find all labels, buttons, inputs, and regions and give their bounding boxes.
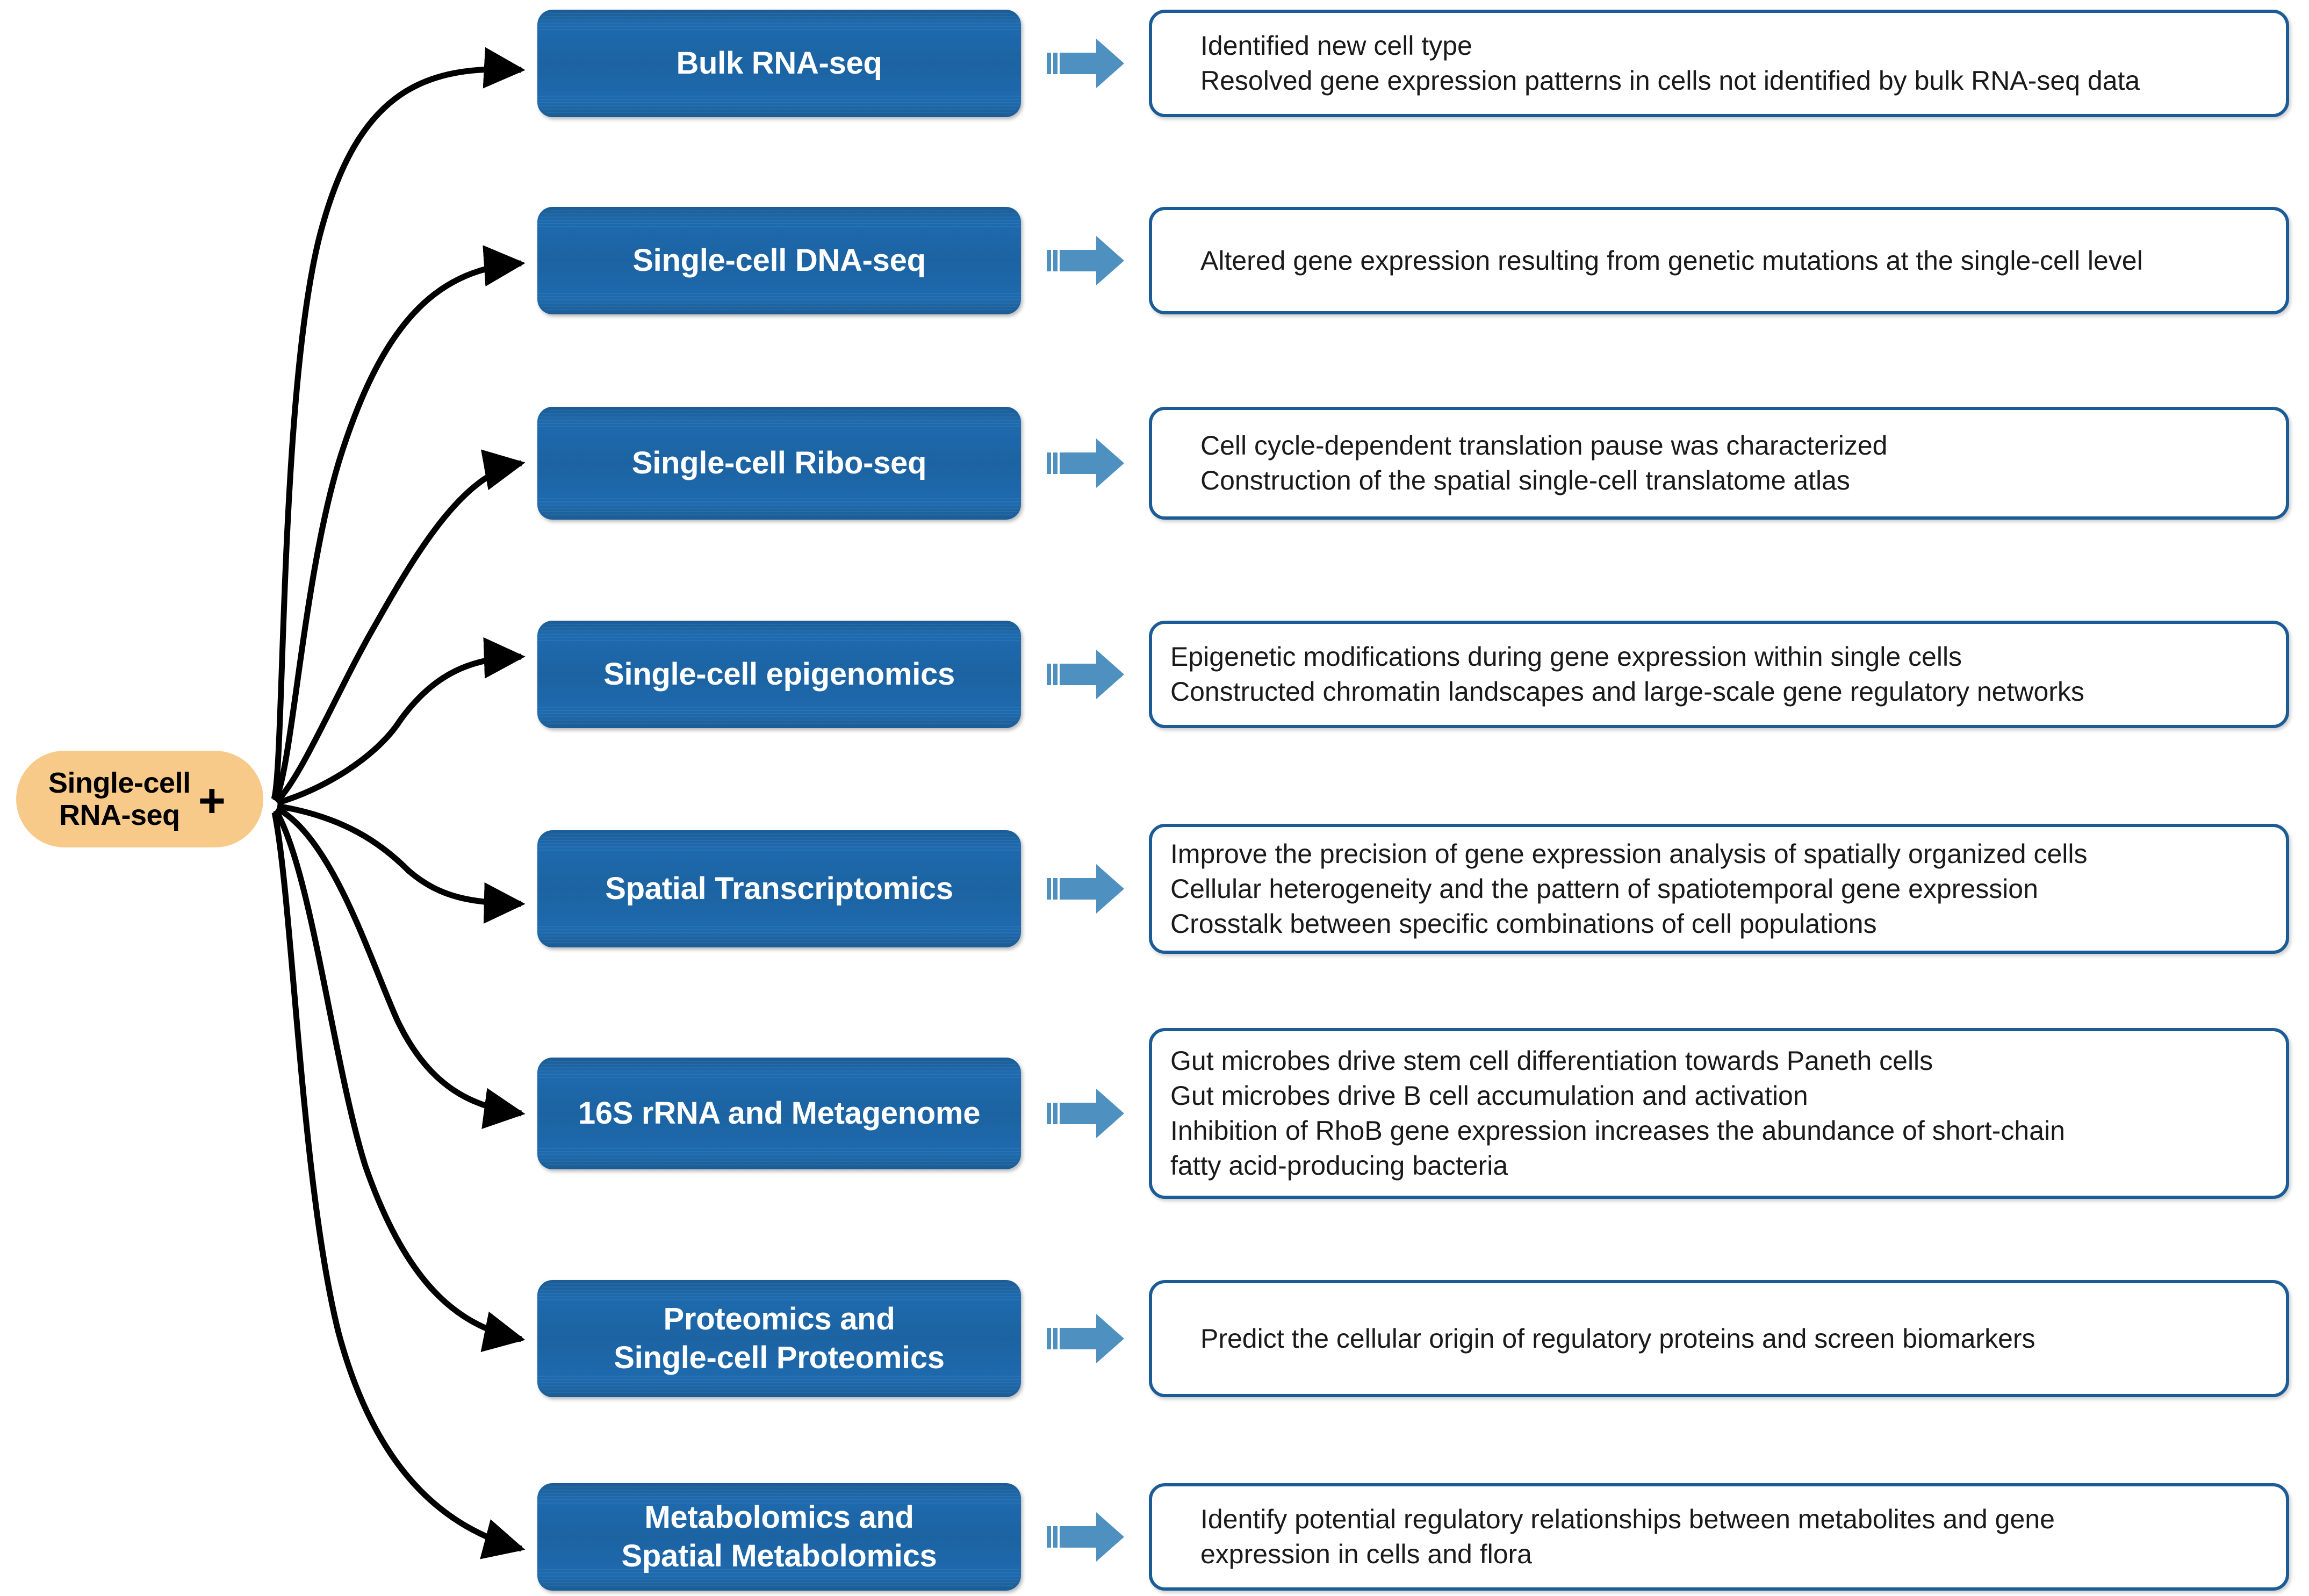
row-16s-rrna-and-metagenome: 16S rRNA and Metagenome Gut microbes dri… [537,1028,2289,1199]
method-box-single-cell-ribo-seq[interactable]: Single-cell Ribo-seq [537,407,1021,520]
block-arrow-right-icon [1047,39,1124,88]
hub-label: Single-cell RNA-seq [48,766,191,831]
outcome-line: Cell cycle-dependent translation pause w… [1200,430,1888,461]
row-bulk-rna-seq: Bulk RNA-seq Identified new cell type Re… [537,10,2289,117]
connector-to-proteomics [273,809,526,1353]
method-box-single-cell-epigenomics[interactable]: Single-cell epigenomics [537,621,1021,728]
connector-to-bulk-rna-seq [271,47,526,800]
outcome-box-spatial-transcriptomics: Improve the precision of gene expression… [1149,824,2289,954]
outcome-line: Gut microbes drive stem cell differentia… [1170,1046,1933,1076]
outcome-line: Constructed chromatin landscapes and lar… [1170,677,2084,707]
row-spatial-transcriptomics: Spatial Transcriptomics Improve the prec… [537,824,2289,954]
method-box-bulk-rna-seq[interactable]: Bulk RNA-seq [537,10,1021,117]
method-box-metabolomics[interactable]: Metabolomics and Spatial Metabolomics [537,1483,1021,1591]
outcome-line: Construction of the spatial single-cell … [1200,465,1850,495]
block-arrow-right-icon [1047,1089,1124,1138]
connector-to-dna-seq [272,245,526,802]
method-box-single-cell-dna-seq[interactable]: Single-cell DNA-seq [537,207,1021,314]
outcome-box-bulk-rna-seq: Identified new cell type Resolved gene e… [1149,10,2289,117]
outcome-box-16s-rrna-and-metagenome: Gut microbes drive stem cell differentia… [1149,1028,2289,1199]
connector-to-spatial-transcriptomics [277,803,526,924]
block-arrow-right-icon [1047,650,1124,699]
row-metabolomics: Metabolomics and Spatial Metabolomics Id… [537,1483,2289,1591]
outcome-line: Identified new cell type [1200,31,1472,61]
row-single-cell-dna-seq: Single-cell DNA-seq Altered gene express… [537,207,2289,314]
outcome-line: Crosstalk between specific combinations … [1170,908,1877,939]
outcome-line: Identify potential regulatory relationsh… [1200,1504,2055,1569]
row-proteomics: Proteomics and Single-cell Proteomics Pr… [537,1280,2289,1397]
block-arrow-right-icon [1047,864,1124,914]
outcome-box-metabolomics: Identify potential regulatory relationsh… [1149,1483,2289,1591]
connector-to-metabolomics [271,811,526,1559]
connector-to-epigenomics [276,637,526,806]
outcome-line: Inhibition of RhoB gene expression incre… [1170,1116,2065,1181]
method-box-16s-rrna-and-metagenome[interactable]: 16S rRNA and Metagenome [537,1058,1021,1169]
outcome-line: Resolved gene expression patterns in cel… [1200,66,2140,96]
outcome-line: Altered gene expression resulting from g… [1200,245,2143,276]
outcome-line: Epigenetic modifications during gene exp… [1170,642,1962,672]
outcome-line: Cellular heterogeneity and the pattern o… [1170,873,2038,904]
outcome-line: Improve the precision of gene expression… [1170,838,2088,869]
block-arrow-right-icon [1047,438,1124,488]
method-box-proteomics[interactable]: Proteomics and Single-cell Proteomics [537,1280,1021,1397]
block-arrow-right-icon [1047,1314,1124,1363]
outcome-box-single-cell-dna-seq: Altered gene expression resulting from g… [1149,207,2289,314]
connector-to-16s-rrna [275,806,526,1129]
plus-icon: + [198,774,226,827]
block-arrow-right-icon [1047,1512,1124,1562]
connector-to-ribo-seq [274,449,526,804]
row-single-cell-epigenomics: Single-cell epigenomics Epigenetic modif… [537,621,2289,728]
row-single-cell-ribo-seq: Single-cell Ribo-seq Cell cycle-dependen… [537,407,2289,520]
method-box-spatial-transcriptomics[interactable]: Spatial Transcriptomics [537,830,1021,947]
outcome-box-proteomics: Predict the cellular origin of regulator… [1149,1280,2289,1397]
outcome-box-single-cell-ribo-seq: Cell cycle-dependent translation pause w… [1149,407,2289,520]
block-arrow-right-icon [1047,236,1124,285]
outcome-box-single-cell-epigenomics: Epigenetic modifications during gene exp… [1149,621,2289,728]
hub-node-single-cell-rna-seq[interactable]: Single-cell RNA-seq + [16,751,263,847]
outcome-line: Predict the cellular origin of regulator… [1200,1323,2035,1354]
outcome-line: Gut microbes drive B cell accumulation a… [1170,1081,1808,1111]
